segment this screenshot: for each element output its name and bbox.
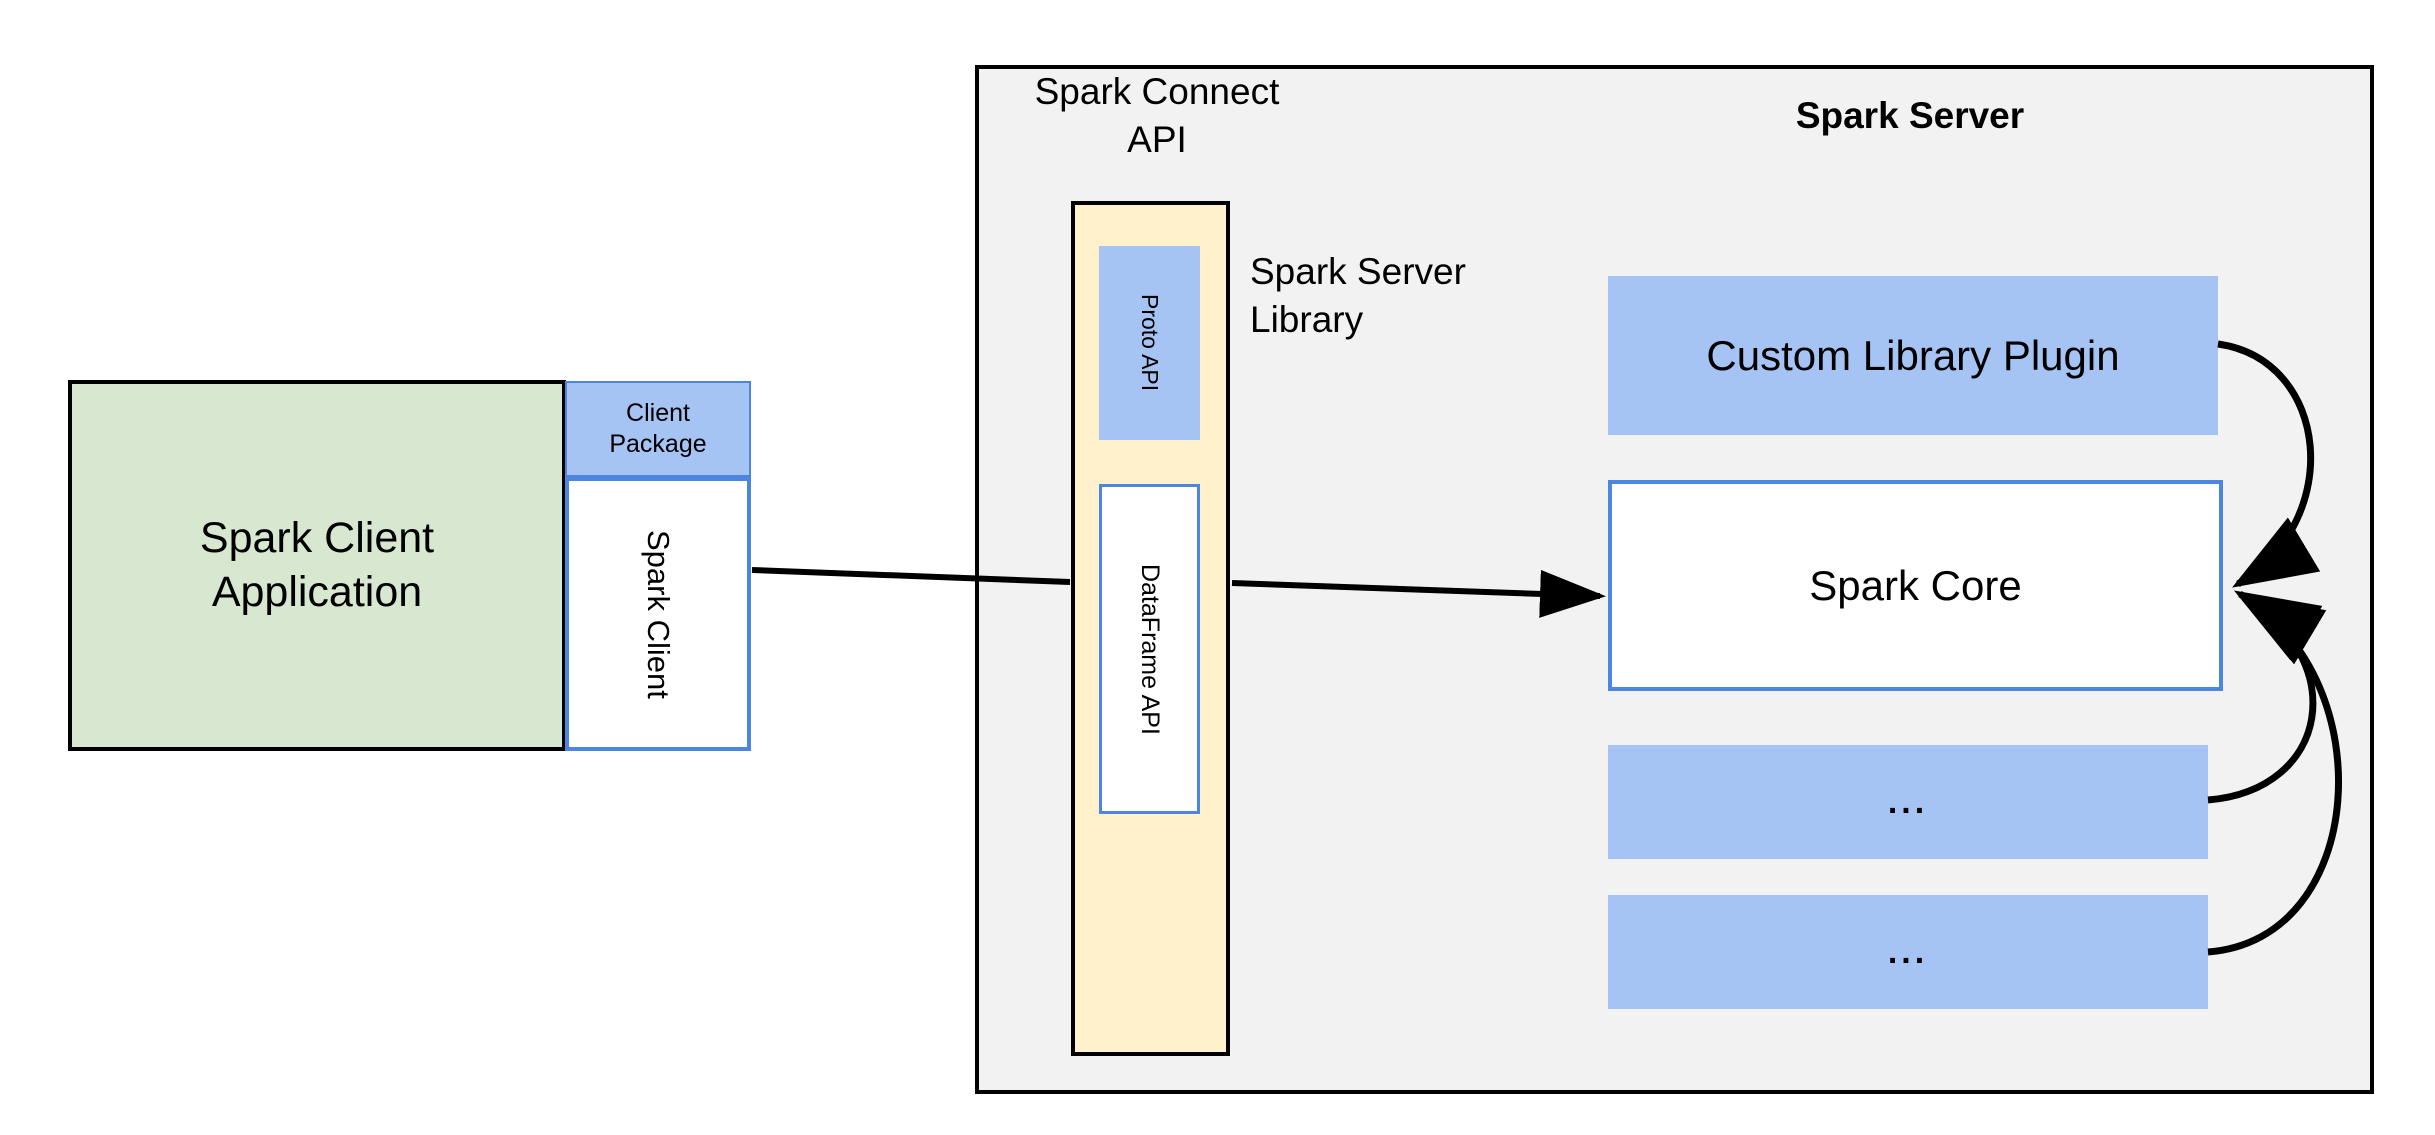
spark-connect-api-label-line2: API [1127,119,1187,161]
spark-client-application-label: Spark Client Application [200,512,434,620]
spark-core-box[interactable]: Spark Core [1608,480,2223,691]
client-package-label-line1: Client [626,398,690,427]
custom-library-plugin-box[interactable]: Custom Library Plugin [1608,276,2218,435]
client-app-label-line1: Spark Client [199,513,435,562]
placeholder-component-label-2: ... [1887,932,1929,971]
spark-core-label: Spark Core [1809,561,2022,609]
client-app-label-line2: Application [211,567,423,616]
proto-api-label: Proto API [1137,294,1163,392]
spark-server-library-label-line2: Library [1250,299,1364,341]
placeholder-component-box-2[interactable]: ... [1608,895,2208,1009]
spark-server-library-label: Spark Server Library [1250,248,1550,344]
client-package-label-line2: Package [609,430,707,458]
spark-server-title: Spark Server [1795,95,2025,136]
spark-server-library-label-line1: Spark Server [1250,251,1466,292]
spark-client-application-box[interactable]: Spark Client Application [68,380,566,751]
client-package-box[interactable]: Client Package [565,381,751,477]
proto-api-box[interactable]: Proto API [1099,246,1200,440]
placeholder-component-box-1[interactable]: ... [1608,745,2208,859]
client-package-label: Client Package [609,398,706,461]
dataframe-api-label: DataFrame API [1136,563,1164,735]
spark-connect-api-label: Spark Connect API [1012,68,1302,164]
custom-library-plugin-label: Custom Library Plugin [1706,331,2120,379]
spark-client-box[interactable]: Spark Client [565,477,751,751]
placeholder-component-label-1: ... [1887,782,1929,821]
spark-connect-api-label-line1: Spark Connect [1034,71,1280,112]
spark-client-label: Spark Client [641,529,676,699]
dataframe-api-box[interactable]: DataFrame API [1099,484,1200,814]
